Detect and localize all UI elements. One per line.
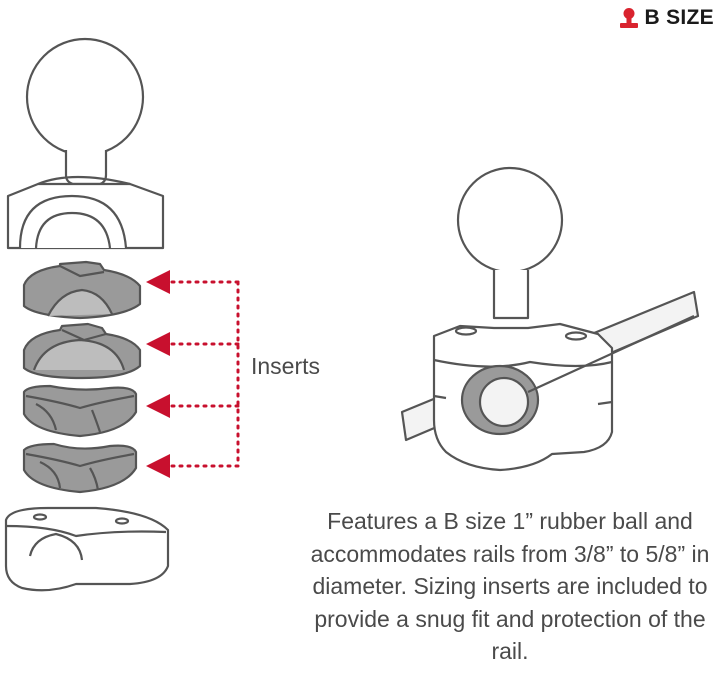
insert-4 [22,442,138,494]
inserts-label: Inserts [251,353,321,379]
size-badge-label: B SIZE [644,6,714,29]
assembled-mount [400,166,700,472]
inserts-callout-arrows [146,270,240,478]
insert-3 [22,384,138,438]
insert-1 [22,260,142,320]
product-description: Features a B size 1” rubber ball and acc… [310,508,710,664]
size-badge: B SIZE [619,6,714,30]
clamp-bottom-part [4,506,170,592]
ball-mount-icon [619,8,638,28]
ball-base-part [6,37,165,250]
insert-2 [22,322,142,380]
